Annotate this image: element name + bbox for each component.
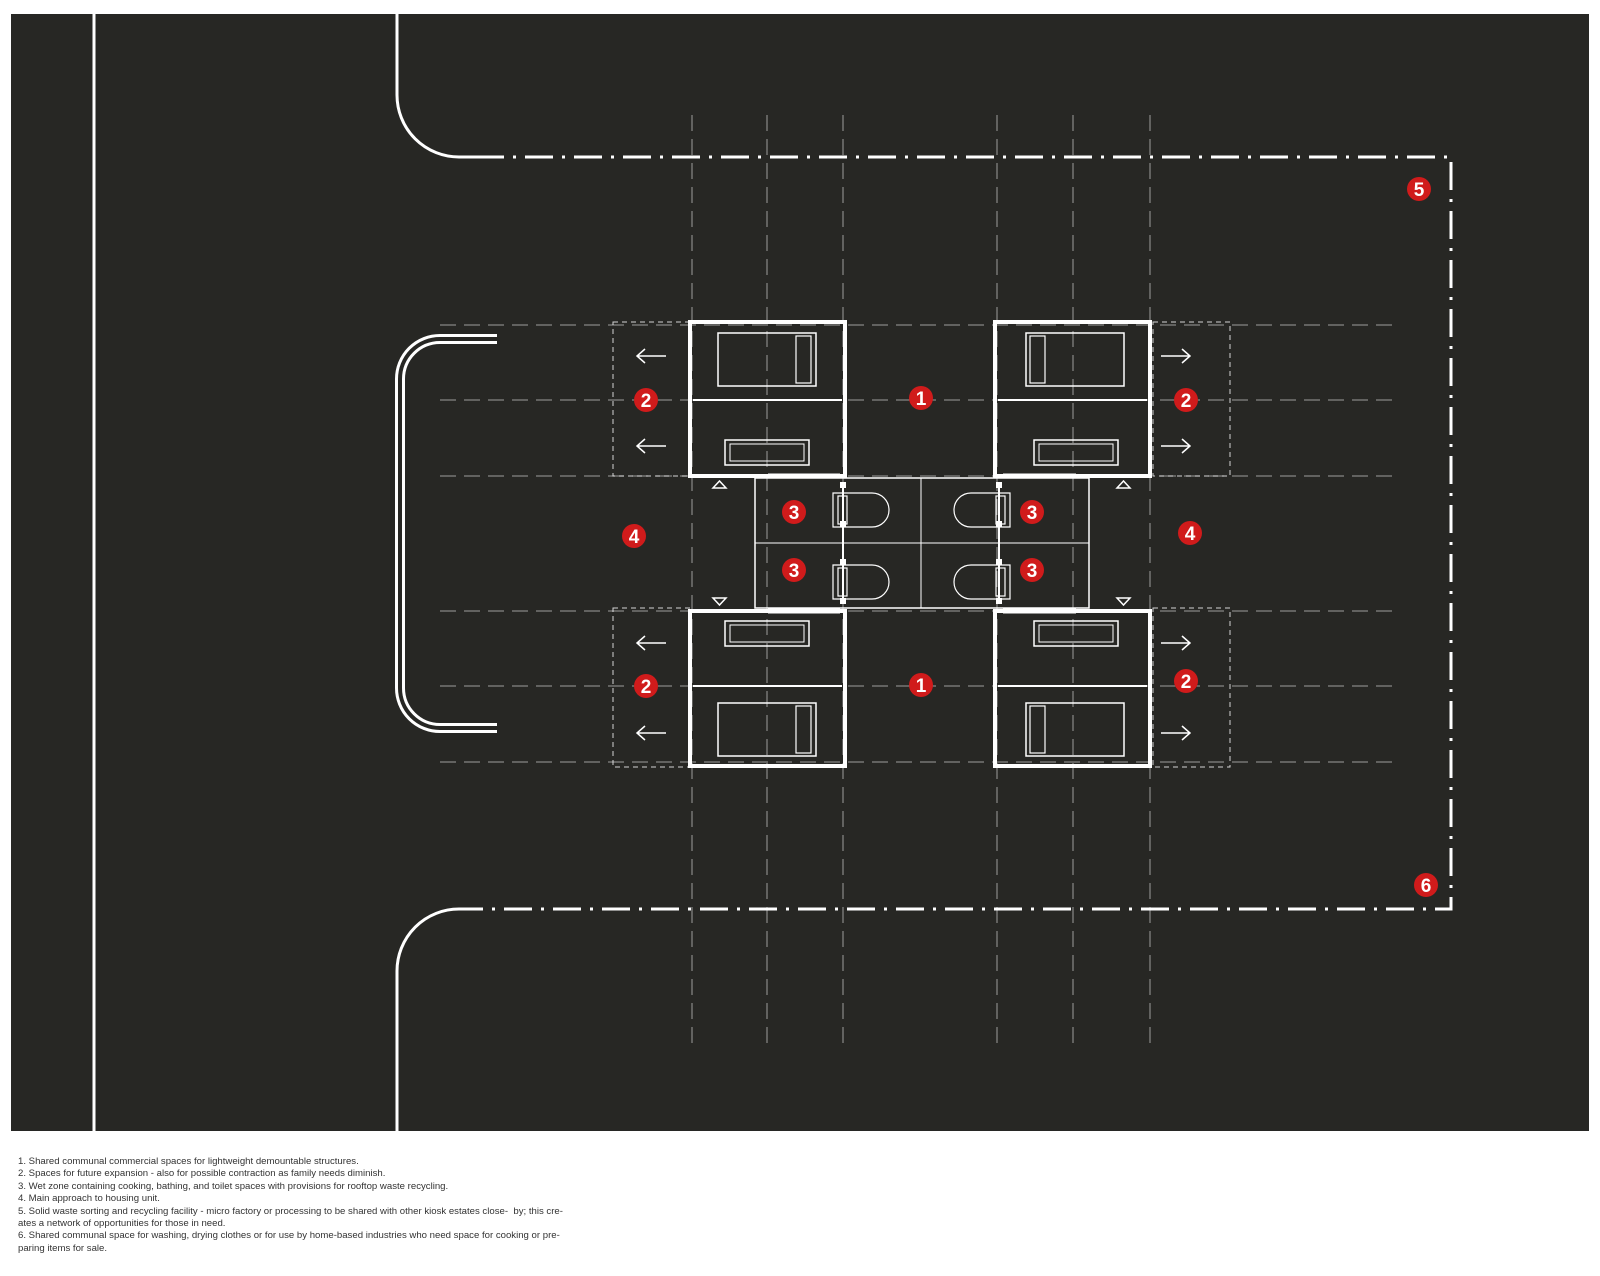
marker-number: 5 (1414, 180, 1425, 201)
legend-line-4: 4. Main approach to housing unit. (18, 1193, 160, 1205)
site-boundary (476, 155, 1453, 911)
marker-number: 1 (916, 676, 927, 697)
arrow-right-icon (1161, 438, 1192, 454)
marker-m3-bottom-left: 3 (782, 558, 806, 582)
entrance-triangle-down-icon (711, 597, 728, 607)
road-edge-bottom-curb (395, 907, 476, 1131)
housing-unit-bottom-left (688, 609, 847, 768)
marker-badge (1407, 177, 1431, 201)
marker-number: 3 (789, 561, 800, 582)
legend-line-5: 5. Solid waste sorting and recycling fac… (18, 1205, 563, 1217)
marker-badge (634, 674, 658, 698)
marker-badge (1414, 873, 1438, 897)
marker-number: 3 (1027, 503, 1038, 524)
arrow-left-icon (635, 438, 666, 454)
arrow-right-icon (1161, 725, 1192, 741)
arrow-right-icon (1161, 635, 1192, 651)
marker-badge (782, 558, 806, 582)
legend-line-3: 3. Wet zone containing cooking, bathing,… (18, 1180, 449, 1192)
marker-number: 1 (916, 389, 927, 410)
marker-m1-bottom: 1 (909, 673, 933, 697)
legend-line-1: 1. Shared communal commercial spaces for… (18, 1156, 359, 1167)
marker-m2-bottom-right: 2 (1174, 669, 1198, 693)
marker-number: 4 (1185, 524, 1196, 545)
marker-number: 3 (1027, 561, 1038, 582)
legend-line-2: 2. Spaces for future expansion - also fo… (18, 1168, 386, 1180)
marker-number: 3 (789, 503, 800, 524)
marker-m3-top-left: 3 (782, 500, 806, 524)
entrance-triangle-up-icon (711, 479, 728, 489)
road-edge-top-curb (395, 14, 476, 159)
legend: 1. Shared communal commercial spaces for… (18, 1156, 618, 1255)
marker-m6: 6 (1414, 873, 1438, 897)
marker-number: 2 (1181, 391, 1192, 412)
expansion-arrows (635, 348, 1192, 741)
marker-badge (622, 524, 646, 548)
marker-m2-top-left: 2 (634, 388, 658, 412)
marker-m4-right: 4 (1178, 521, 1202, 545)
housing-unit-top-left (688, 320, 847, 478)
marker-m2-top-right: 2 (1174, 388, 1198, 412)
marker-m4-left: 4 (622, 524, 646, 548)
legend-line-6: 6. Shared communal space for washing, dr… (18, 1230, 560, 1242)
marker-badge (1020, 500, 1044, 524)
arrow-right-icon (1161, 348, 1192, 364)
marker-number: 4 (629, 527, 640, 548)
marker-m3-top-right: 3 (1020, 500, 1044, 524)
marker-number: 2 (1181, 672, 1192, 693)
entrance-markers (711, 479, 1132, 607)
marker-badge (1020, 558, 1044, 582)
marker-badge (909, 673, 933, 697)
marker-number: 6 (1421, 876, 1432, 897)
marker-badge (1174, 669, 1198, 693)
legend-line-6-cont: paring items for sale. (18, 1242, 108, 1254)
arrow-left-icon (635, 348, 666, 364)
marker-m3-bottom-right: 3 (1020, 558, 1044, 582)
marker-badge (1174, 388, 1198, 412)
legend-line-5-cont: ates a network of opportunities for thos… (18, 1218, 226, 1230)
marker-badge (909, 386, 933, 410)
entrance-triangle-up-icon (1115, 479, 1132, 489)
marker-badge (634, 388, 658, 412)
entrance-triangle-down-icon (1115, 597, 1132, 607)
marker-number: 2 (641, 391, 652, 412)
road-edges (92, 14, 497, 1131)
arrow-left-icon (635, 725, 666, 741)
marker-badge (1178, 521, 1202, 545)
toilet-fixtures (832, 492, 1011, 600)
wet-zone-block (754, 473, 1090, 614)
marker-badge (782, 500, 806, 524)
arrow-left-icon (635, 635, 666, 651)
numbered-markers: 1 1 2 2 2 2 3 3 3 3 4 4 5 6 (622, 177, 1438, 897)
marker-m5: 5 (1407, 177, 1431, 201)
marker-number: 2 (641, 677, 652, 698)
marker-m2-bottom-left: 2 (634, 674, 658, 698)
marker-m1-top: 1 (909, 386, 933, 410)
